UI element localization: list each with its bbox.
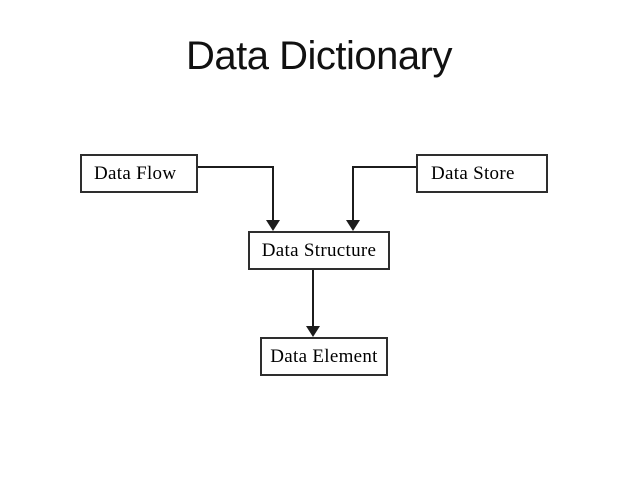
node-data-flow-label: Data Flow	[94, 162, 177, 184]
slide-title: Data Dictionary	[186, 34, 452, 78]
connector-structure-to-element-vertical	[312, 270, 314, 326]
arrowhead-down-store-to-structure	[346, 220, 360, 231]
connector-flow-to-structure-vertical	[272, 166, 274, 220]
node-data-element-label: Data Element	[270, 345, 378, 367]
node-data-element: Data Element	[260, 337, 388, 376]
node-data-flow: Data Flow	[80, 154, 198, 193]
node-data-structure-label: Data Structure	[261, 239, 377, 261]
connector-flow-to-structure-horizontal	[198, 166, 274, 168]
connector-store-to-structure-vertical	[352, 166, 354, 220]
node-data-store-label: Data Store	[431, 162, 515, 184]
connector-store-to-structure-horizontal	[352, 166, 416, 168]
node-data-store: Data Store	[416, 154, 548, 193]
node-data-structure: Data Structure	[248, 231, 390, 270]
arrowhead-down-structure-to-element	[306, 326, 320, 337]
arrowhead-down-flow-to-structure	[266, 220, 280, 231]
